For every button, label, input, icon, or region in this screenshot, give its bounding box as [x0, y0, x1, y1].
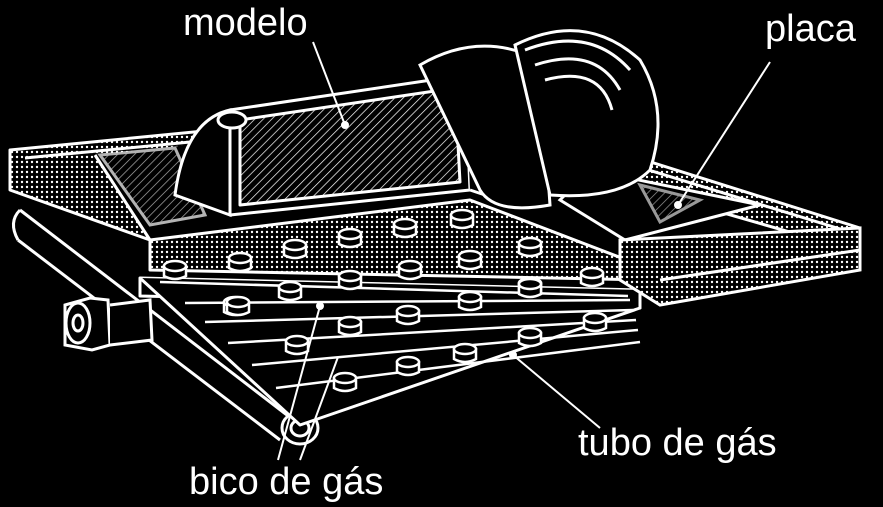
- gas-nozzle: [284, 334, 310, 356]
- label-placa: placa: [765, 8, 856, 50]
- left-window: [97, 146, 208, 227]
- gas-nozzle: [337, 315, 363, 337]
- gas-nozzle: [582, 311, 608, 333]
- leader-lines: [277, 41, 771, 461]
- label-modelo: modelo: [183, 2, 308, 44]
- label-tubo-de-gas: tubo de gás: [578, 422, 777, 464]
- gas-nozzle: [579, 266, 605, 288]
- gas-nozzle: [395, 355, 421, 377]
- support-left: [173, 108, 248, 218]
- right-frame-end: [618, 226, 862, 307]
- gas-nozzle: [277, 280, 303, 302]
- leader-tubo: [512, 354, 601, 429]
- gas-nozzle: [395, 304, 421, 326]
- plate-rolls: [418, 29, 660, 210]
- gas-nozzle: [282, 238, 308, 260]
- gas-nozzle: [225, 295, 251, 317]
- gas-nozzle: [517, 326, 543, 348]
- leader-placa: [677, 61, 771, 206]
- gas-nozzle: [517, 277, 543, 299]
- gas-nozzle: [227, 251, 253, 273]
- gas-nozzle: [332, 371, 358, 393]
- gas-nozzle: [337, 269, 363, 291]
- gas-nozzles: [162, 208, 608, 393]
- gas-nozzle: [452, 342, 478, 364]
- gas-nozzle: [392, 217, 418, 239]
- gas-nozzle: [517, 236, 543, 258]
- gas-nozzle: [162, 259, 188, 281]
- leader-bico-1: [277, 305, 321, 461]
- model-plate: [228, 73, 487, 217]
- label-bico-de-gas: bico de gás: [189, 461, 384, 503]
- gas-nozzle: [337, 227, 363, 249]
- gas-nozzle: [449, 208, 475, 230]
- gas-nozzle: [457, 249, 483, 271]
- gas-inlet-nut: [63, 296, 154, 352]
- gas-nozzle: [457, 290, 483, 312]
- leader-modelo: [312, 41, 346, 126]
- gas-nozzle: [397, 259, 423, 281]
- leader-bico-2: [299, 356, 339, 461]
